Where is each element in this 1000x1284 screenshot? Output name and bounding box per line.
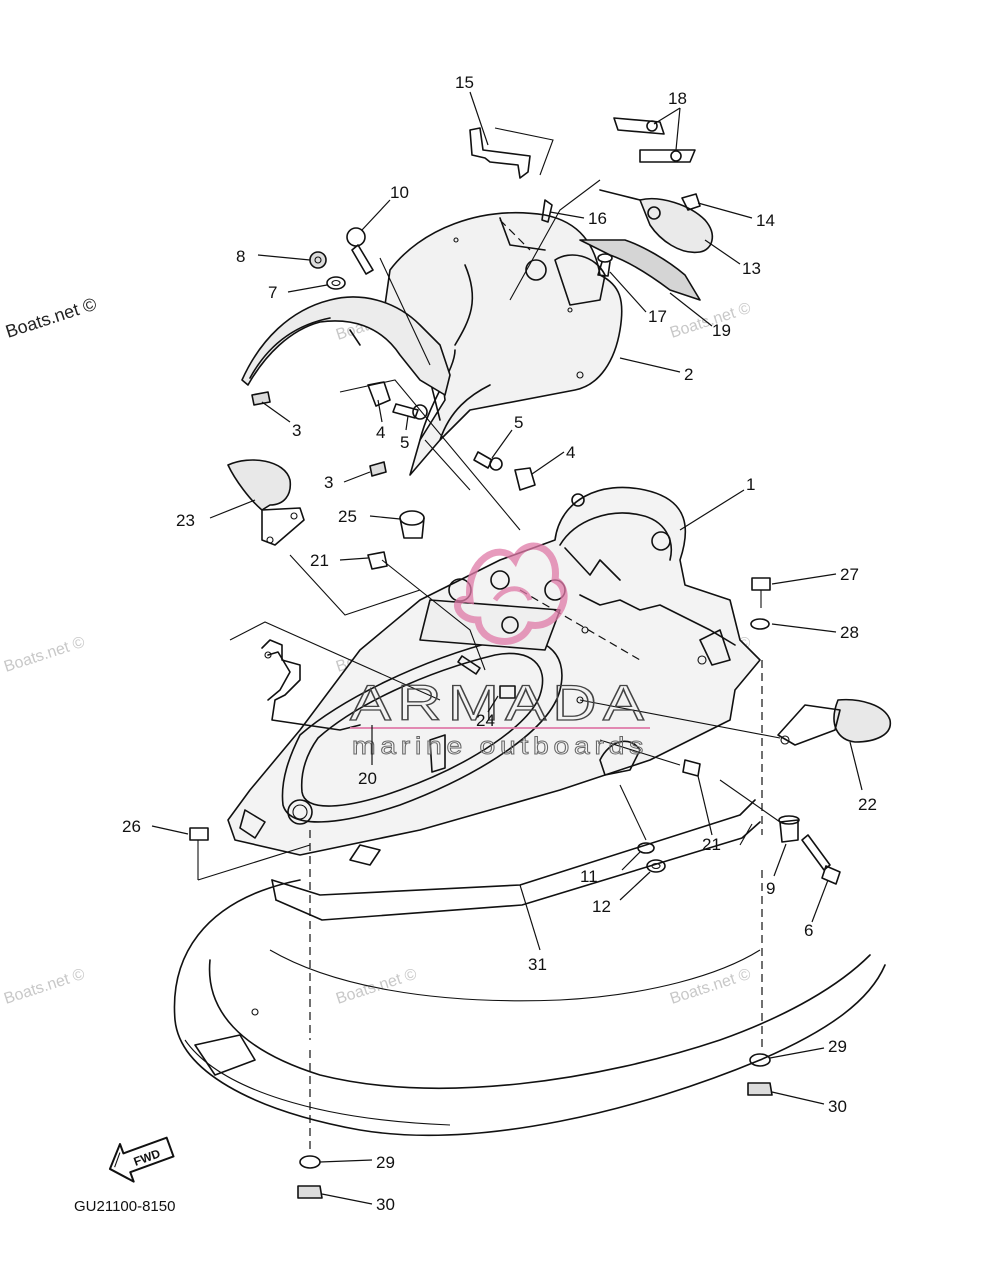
callout-19: 19 [712,321,731,340]
part-3-clip [251,391,387,477]
part-11-washer [637,842,655,854]
callout-1: 1 [746,475,755,494]
callout-30: 30 [828,1097,847,1116]
part-2-side-panel [241,296,451,396]
callout-31: 31 [528,955,547,974]
callout-12: 12 [592,897,611,916]
fwd-direction-arrow: FWD [108,1136,175,1183]
callout-23: 23 [176,511,195,530]
watermark-text: Boats.net © [2,634,87,676]
watermark-text: Boats.net © [668,966,753,1008]
part-17-fastener [597,253,613,277]
part-5-bolt [392,403,503,471]
callout-25: 25 [338,507,357,526]
callout-22: 22 [858,795,877,814]
callout-29: 29 [828,1037,847,1056]
callout-14: 14 [756,211,775,230]
watermark-text: Boats.net © [334,966,419,1008]
part-6-bolt [801,834,841,885]
part-15-bracket [469,127,554,179]
part-8-nut [309,251,327,269]
callout-24: 24 [476,711,495,730]
part-20-grab-rail [261,639,446,773]
callout-10: 10 [390,183,409,202]
watermark-text: Boats.net © [668,300,753,342]
part-2-console-cover [384,211,623,476]
logo-brand-text: ARMADA [350,675,650,731]
part-14-clip [681,193,701,211]
callout-18: 18 [668,89,687,108]
part-4-bracket [367,381,536,491]
callout-29: 29 [376,1153,395,1172]
part-9-collar [778,815,800,843]
callout-3: 3 [292,421,301,440]
callout-27: 27 [840,565,859,584]
callout-4: 4 [566,443,575,462]
callout-21: 21 [310,551,329,570]
callout-8: 8 [236,247,245,266]
callout-numbers: 15 18 10 16 14 8 13 7 17 19 2 3 4 5 5 4 … [122,73,877,1214]
logo-tagline-text: marine outboards [352,733,648,760]
part-22-side-vent [777,698,891,746]
callout-13: 13 [742,259,761,278]
callout-26: 26 [122,817,141,836]
callout-30: 30 [376,1195,395,1214]
part-16-pin [541,199,553,223]
watermark-text: Boats.net © [3,294,99,342]
watermark-text: Boats.net © [2,966,87,1008]
callout-17: 17 [648,307,667,326]
callout-11: 11 [580,867,598,886]
callout-15: 15 [455,73,474,92]
callout-5: 5 [514,413,523,432]
part-25-cap [399,510,425,539]
callout-2: 2 [684,365,693,384]
part-10-bolt [346,227,374,275]
hull-outline [173,879,886,1137]
part-28-washer [750,618,770,630]
assembly-lines [197,179,781,881]
callout-20: 20 [358,769,377,788]
part-30-nut [297,1082,773,1199]
part-7-washer [326,276,346,290]
part-26-screw [189,827,209,858]
alignment-lines [309,219,763,1150]
callout-7: 7 [268,283,277,302]
part-24-screw [457,655,516,699]
part-29-washer [299,1053,771,1169]
logo-emblem-icon [454,542,568,645]
callout-9: 9 [766,879,775,898]
drawing-code: GU21100-8150 [74,1198,175,1215]
part-13-lid [599,189,714,254]
callout-6: 6 [804,921,813,940]
part-23-side-vent [227,459,305,546]
part-12-nut [646,859,666,873]
callout-5: 5 [400,433,409,452]
part-18-hardware [613,117,696,163]
callout-4: 4 [376,423,385,442]
part-27-screw [751,577,771,608]
part-1-console-frame [227,486,761,866]
leader-lines [151,91,863,1205]
callout-28: 28 [840,623,859,642]
callout-16: 16 [588,209,607,228]
callout-21: 21 [702,835,721,854]
armada-logo: ARMADA marine outboards [349,542,650,760]
callout-3: 3 [324,473,333,492]
